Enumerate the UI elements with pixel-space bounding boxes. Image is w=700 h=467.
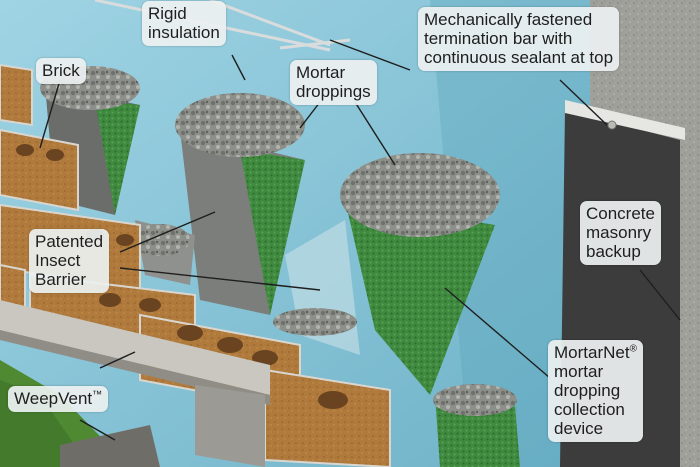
label-brick: Brick: [36, 58, 86, 84]
label-line: Patented: [35, 232, 104, 251]
label-line: collection: [554, 400, 625, 419]
base-flashing: [0, 300, 270, 395]
mortar-droppings: [40, 66, 517, 416]
label-rigid-insulation: Rigid insulation: [142, 1, 226, 46]
weepvent-text: WeepVent: [14, 389, 93, 408]
label-line: backup: [586, 242, 641, 261]
label-line: Concrete: [586, 204, 655, 223]
label-line: continuous sealant at top: [424, 48, 614, 67]
label-mortarnet: MortarNet® mortar dropping collection de…: [548, 340, 643, 442]
label-line: Mortar: [296, 63, 346, 82]
label-line: Mechanically fastened: [424, 10, 593, 29]
label-line: dropping: [554, 381, 621, 400]
label-patented-insect-barrier: Patented Insect Barrier: [29, 229, 110, 293]
label-mortar-droppings: Mortar droppings: [290, 60, 377, 105]
label-weepvent: WeepVent™: [8, 386, 109, 412]
weepvent-block: [60, 425, 160, 467]
label-concrete-masonry-backup: Concrete masonry backup: [580, 201, 661, 265]
label-line: Barrier: [35, 270, 87, 289]
mortarnet-text: MortarNet: [554, 343, 630, 362]
registered-mark: ®: [629, 343, 637, 355]
leader-lines: [39, 39, 681, 441]
label-line: masonry: [586, 223, 652, 242]
trademark-mark: ™: [92, 389, 103, 401]
label-line: droppings: [296, 82, 371, 101]
label-line: MortarNet®: [554, 343, 637, 362]
label-line: device: [554, 419, 604, 438]
label-line: termination bar with: [424, 29, 573, 48]
label-line: WeepVent™: [14, 389, 102, 408]
label-line: Brick: [42, 61, 80, 80]
label-line: mortar: [554, 362, 604, 381]
label-line: insulation: [148, 23, 220, 42]
label-termination-bar: Mechanically fastened termination bar wi…: [418, 7, 620, 71]
label-line: Insect: [35, 251, 81, 270]
label-line: Rigid: [148, 4, 187, 23]
